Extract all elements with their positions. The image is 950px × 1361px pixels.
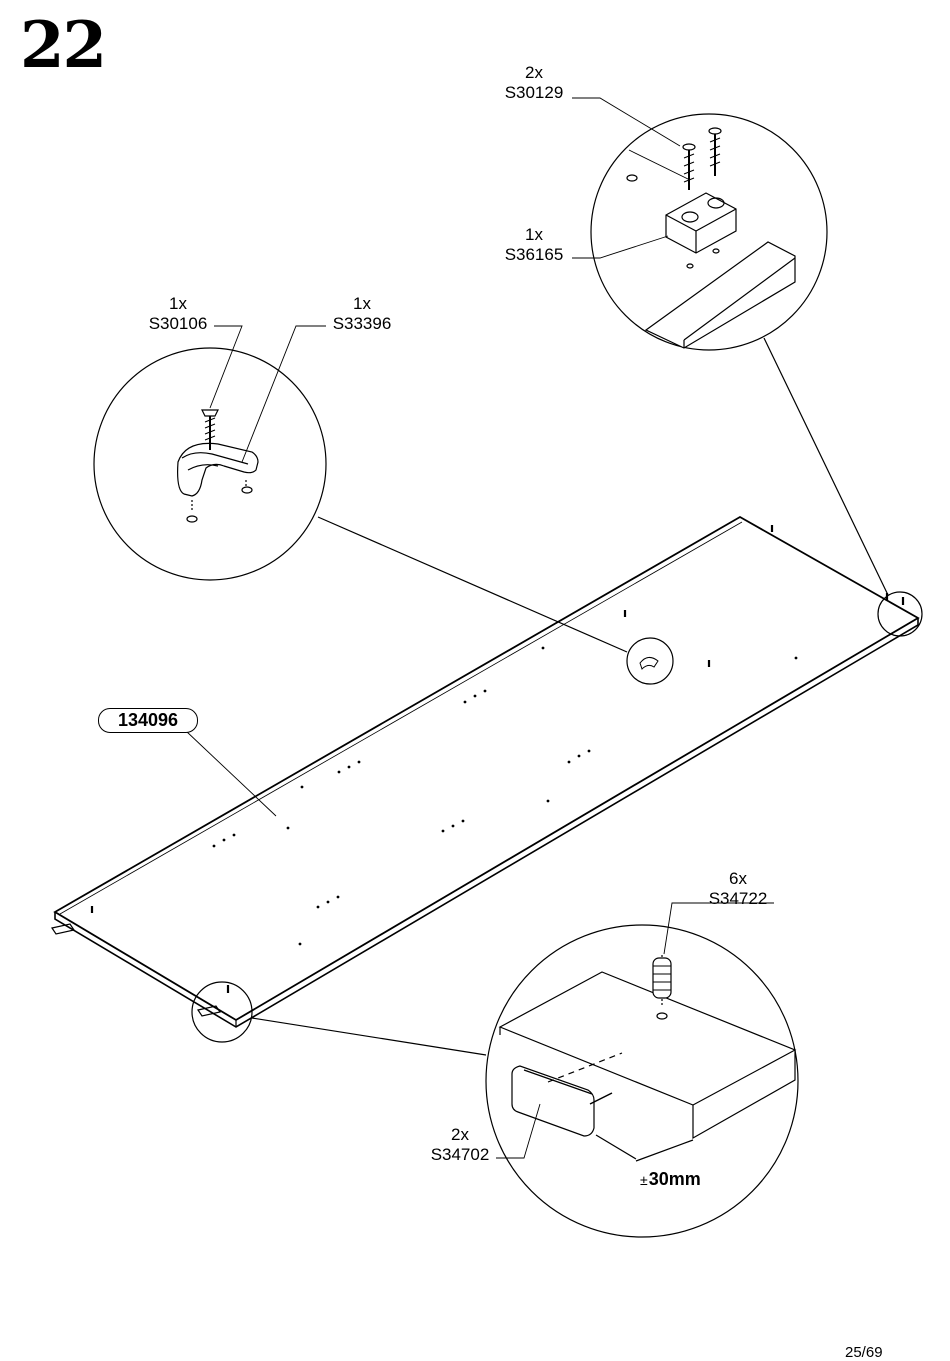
connector-qty: 2x (451, 1125, 469, 1144)
top-screw-label: 2x S30129 (494, 63, 574, 103)
dimension-symbol: ± (640, 1172, 648, 1188)
clip-label: 1x S33396 (322, 294, 402, 334)
clip-screw-qty: 1x (169, 294, 187, 313)
detail-clip (93, 325, 327, 581)
detail-dowel (485, 902, 799, 1238)
panel-drawing (51, 515, 920, 1028)
hole-dots (212, 646, 798, 946)
clip-code: S33396 (332, 314, 392, 333)
dimension-label: ±30mm (640, 1169, 701, 1190)
dimension-value: 30mm (648, 1169, 701, 1189)
dowel-label: 6x S34722 (698, 869, 778, 909)
detail-block (572, 97, 828, 351)
connector-code: S34702 (430, 1145, 490, 1164)
top-screw-qty: 2x (525, 63, 543, 82)
top-block-code: S36165 (504, 245, 564, 264)
panel-part-number: 134096 (98, 708, 198, 733)
top-block-qty: 1x (525, 225, 543, 244)
panel-screw-markers (90, 525, 905, 993)
dowel-qty: 6x (729, 869, 747, 888)
dowel-code: S34722 (708, 889, 768, 908)
page-number: 25/69 (845, 1344, 883, 1361)
top-block-label: 1x S36165 (494, 225, 574, 265)
clip-screw-label: 1x S30106 (138, 294, 218, 334)
clip-screw-code: S30106 (148, 314, 208, 333)
step-number: 22 (20, 8, 107, 83)
top-screw-code: S30129 (504, 83, 564, 102)
connector-label: 2x S34702 (420, 1125, 500, 1165)
clip-qty: 1x (353, 294, 371, 313)
